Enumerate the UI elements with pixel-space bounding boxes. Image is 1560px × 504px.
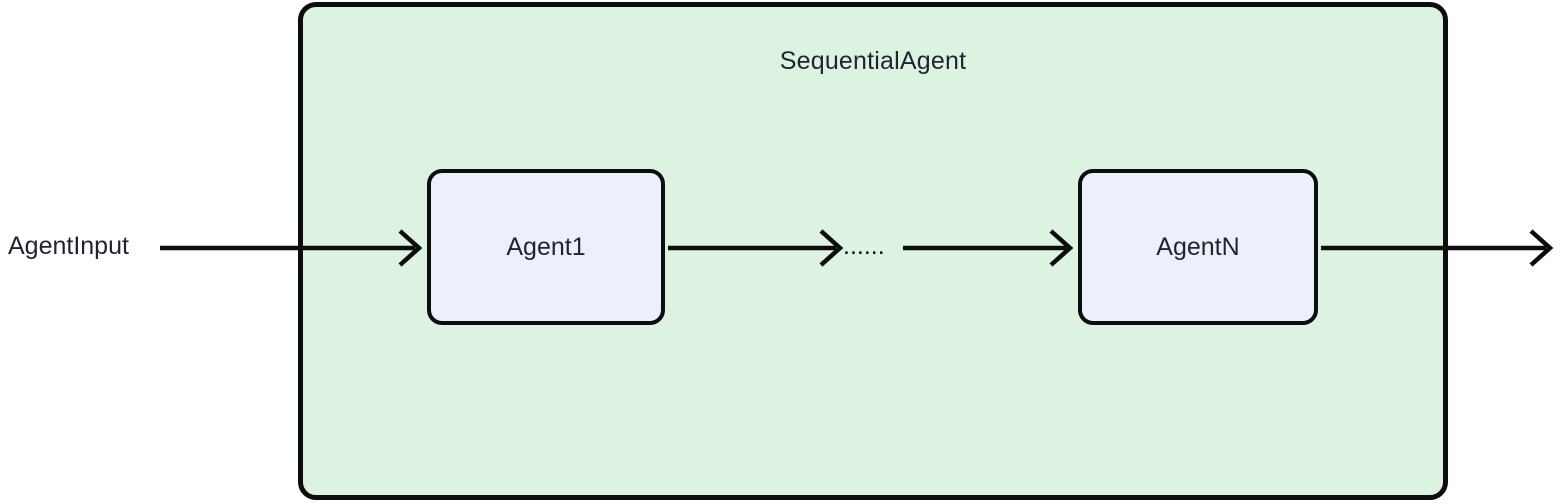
node-agent1-label: Agent1	[506, 232, 586, 261]
node-agent1[interactable]: Agent1	[427, 169, 665, 325]
node-agentn-label: AgentN	[1156, 232, 1240, 261]
continuation-ellipsis-label: ......	[843, 232, 885, 260]
agent-input-label: AgentInput	[8, 232, 129, 260]
sequential-agent-title: SequentialAgent	[779, 47, 967, 75]
node-agentn[interactable]: AgentN	[1078, 169, 1318, 325]
